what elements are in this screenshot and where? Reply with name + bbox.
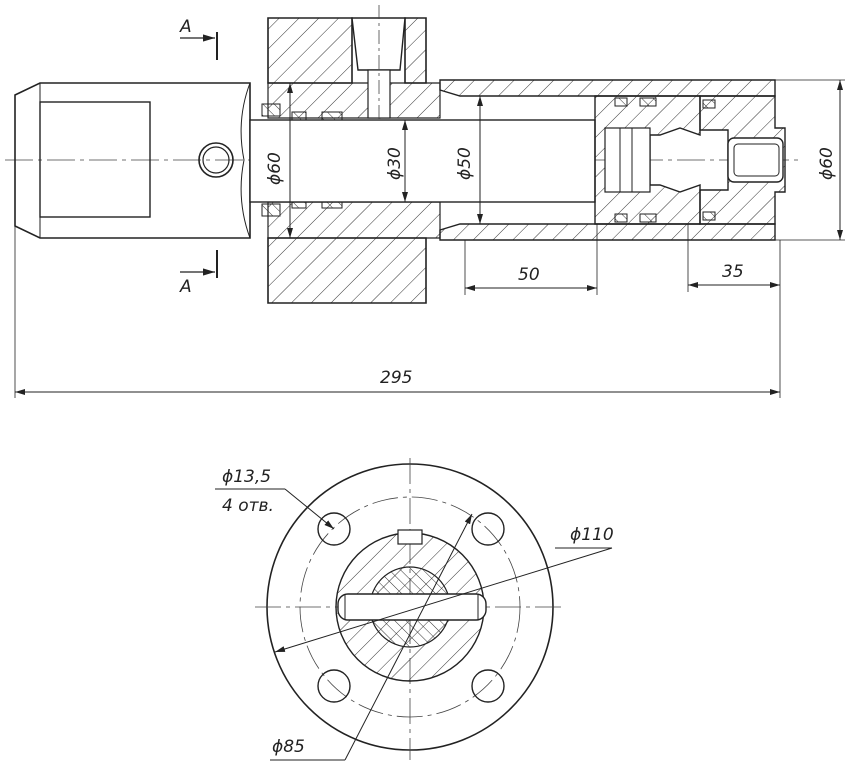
- bolt-hole: [471, 669, 505, 703]
- svg-text:ϕ50: ϕ50: [455, 147, 475, 180]
- pin: [337, 593, 487, 621]
- svg-text:50: 50: [518, 265, 540, 285]
- end-view-A-A: ϕ13,5 4 отв. ϕ110 ϕ85: [215, 458, 614, 761]
- key-slot: [397, 529, 423, 545]
- svg-text:ϕ110: ϕ110: [570, 525, 614, 545]
- bolt-hole: [471, 512, 505, 546]
- dimension-295: 295: [14, 226, 780, 398]
- dimension-phi60-right: ϕ60: [775, 79, 845, 241]
- side-section-view: A A ϕ60 ϕ30 ϕ50 ϕ60: [5, 5, 845, 398]
- dimension-50: 50: [464, 224, 598, 295]
- dimension-phi60-left: ϕ60: [265, 83, 293, 238]
- bolt-circle-callout: ϕ85: [270, 513, 473, 761]
- flange-block: [261, 5, 441, 304]
- svg-text:ϕ13,5: ϕ13,5: [222, 467, 271, 487]
- dimension-35: 35: [687, 224, 781, 398]
- section-label-top: A: [179, 17, 192, 37]
- svg-text:4 отв.: 4 отв.: [222, 496, 274, 516]
- svg-text:ϕ85: ϕ85: [272, 737, 305, 757]
- piston-rod: [249, 119, 596, 203]
- section-label-bottom: A: [179, 277, 192, 297]
- dimension-phi30: ϕ30: [385, 120, 408, 202]
- handle-body: [14, 82, 251, 239]
- svg-text:ϕ30: ϕ30: [385, 147, 405, 180]
- svg-text:35: 35: [722, 262, 744, 282]
- bolt-hole: [317, 669, 351, 703]
- svg-text:295: 295: [380, 368, 412, 388]
- section-marker-bottom: A: [179, 250, 218, 297]
- cylinder-tube: [439, 79, 776, 241]
- svg-text:ϕ60: ϕ60: [817, 147, 837, 180]
- bolt-hole: [317, 512, 351, 546]
- section-marker-top: A: [179, 17, 218, 60]
- piston: [594, 95, 701, 225]
- end-cap: [699, 95, 786, 225]
- dimension-phi50: ϕ50: [455, 96, 483, 224]
- hole-callout: ϕ13,5 4 отв.: [215, 467, 335, 530]
- handle-pin-hole: [198, 142, 234, 178]
- svg-text:ϕ60: ϕ60: [265, 152, 285, 185]
- flange-dia-callout: ϕ110: [274, 525, 614, 653]
